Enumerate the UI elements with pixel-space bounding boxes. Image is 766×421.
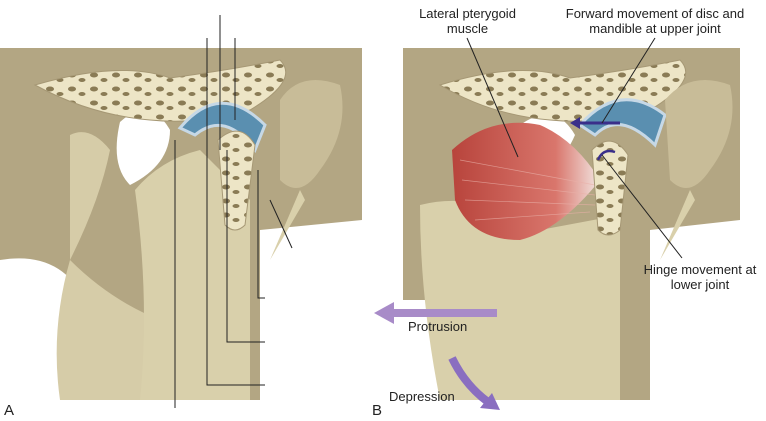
panel-a-illustration [0,15,362,408]
protrusion-arrow [374,302,497,324]
label-lateral-pterygoid: Lateral pterygoid muscle [419,6,516,36]
label-upper-joint: Forward movement of disc and mandible at… [565,6,745,36]
panel-b-illustration [374,37,740,410]
label-protrusion: Protrusion [408,319,468,334]
label-lower-joint: Hinge movement at lower joint [643,262,757,292]
label-depression: Depression [389,389,455,404]
depression-arrow [448,356,500,410]
hinge-arrow [596,149,616,161]
panel-b-letter: B [372,402,383,419]
panel-a-letter: A [4,402,15,419]
